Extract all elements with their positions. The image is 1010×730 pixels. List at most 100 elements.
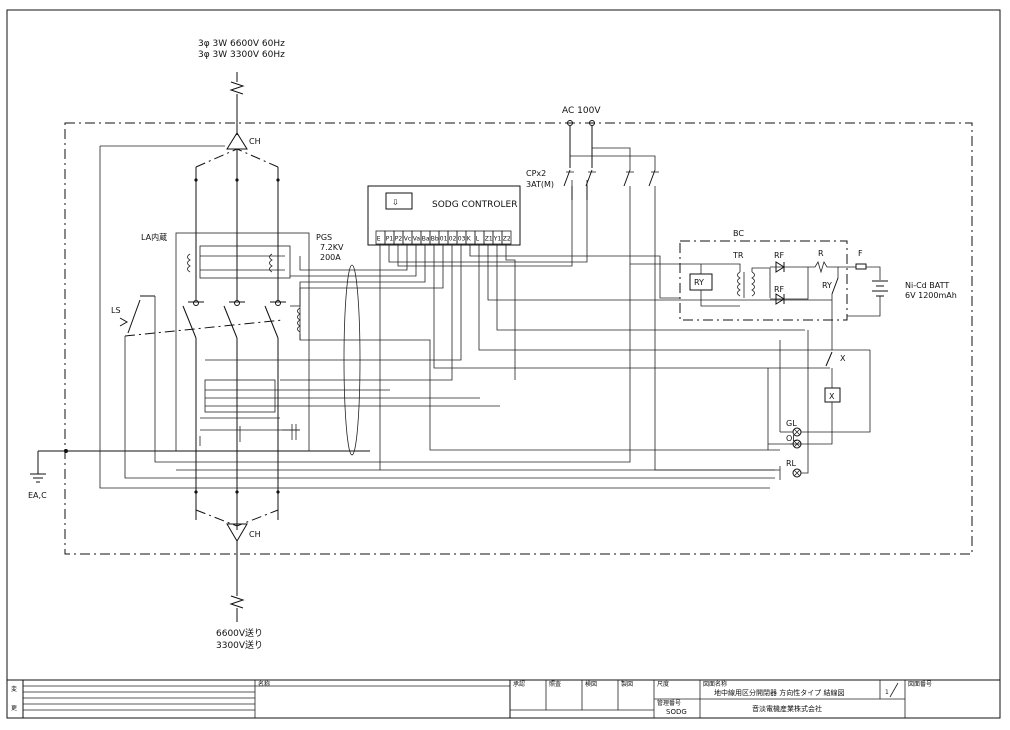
- controller-terminal: K: [465, 230, 476, 245]
- tb-mgmt-value: SODG: [666, 708, 687, 716]
- controller-terminal: Ba: [420, 230, 431, 245]
- controller-terminal-label: 03: [458, 236, 466, 243]
- ct-coils-top: [187, 245, 291, 279]
- controller-terminal: P1: [384, 230, 395, 245]
- r-label: R: [818, 249, 824, 258]
- ls-label: LS: [111, 306, 121, 315]
- tb-mgmt-label: 管理番号: [657, 699, 681, 707]
- fuse-f: F: [847, 249, 881, 280]
- battery-line-1: Ni-Cd BATT: [905, 281, 949, 290]
- controller-terminal-label: Ba: [422, 236, 430, 243]
- output-line-1: 6600V送り: [216, 627, 263, 639]
- controller-terminal: Y1: [492, 230, 503, 245]
- ac-supply-label: AC 100V: [562, 106, 601, 116]
- tb-drawing-name-label: 図面名称: [703, 680, 727, 688]
- x-contact-label: X: [840, 354, 846, 363]
- battery-line-2: 6V 1200mAh: [905, 291, 957, 300]
- controller-terminal-label: 01: [440, 236, 448, 243]
- circuit-protectors-cp: CPx2 3AT(M): [526, 169, 775, 471]
- controller-terminal-label: L: [476, 236, 480, 243]
- controller-terminal: E: [375, 230, 386, 245]
- source-label: 3φ 3W 6600V 60Hz 3φ 3W 3300V 60Hz: [198, 39, 285, 60]
- controller-title: SODG CONTROLER: [432, 200, 517, 210]
- tb-col-approve: 承認: [513, 680, 525, 688]
- main-switch-contacts: [124, 300, 286, 339]
- tb-col-scale: 尺度: [657, 680, 669, 688]
- source-line-1: 3φ 3W 6600V 60Hz: [198, 39, 285, 49]
- tb-side-bottom: 更: [11, 705, 17, 712]
- controller-terminal: 02: [447, 230, 458, 245]
- indicator-lamps: GL OL RL: [767, 330, 871, 480]
- ol-label: OL: [786, 434, 797, 443]
- tb-drawing-name: 地中線用区分開閉器 方向性タイプ 結線図: [714, 688, 844, 697]
- ac-supply: AC 100V: [562, 106, 656, 170]
- gl-label: GL: [786, 419, 797, 428]
- tr-label: TR: [732, 251, 744, 260]
- output-line-2: 3300V送り: [216, 639, 263, 651]
- left-signal-wiring: [99, 145, 780, 489]
- controller-terminal: 03: [456, 230, 467, 245]
- controller-terminal-label: P2: [395, 236, 403, 243]
- controller-terminal: Va: [411, 230, 422, 245]
- pgs-name: PGS: [316, 233, 332, 242]
- controller-terminal: Bb: [429, 230, 440, 245]
- tb-col-review: 検図: [585, 680, 597, 688]
- ry-contact-label: RY: [822, 281, 832, 290]
- controller-terminal-label: Va: [413, 236, 421, 243]
- sheet-border: [6, 9, 1001, 719]
- controller-terminal-label: P1: [386, 236, 394, 243]
- controller-terminal: P2: [393, 230, 404, 245]
- pgs-voltage: 7.2KV: [320, 243, 344, 252]
- ch-top-label: CH: [249, 137, 261, 146]
- cp-line-1: CPx2: [526, 169, 546, 178]
- controller-terminal-label: Z2: [503, 236, 511, 243]
- limit-switch-ls: LS: [111, 295, 155, 334]
- source-line-2: 3φ 3W 3300V 60Hz: [198, 50, 285, 60]
- controller-terminal-label: Bb: [431, 236, 439, 243]
- enclosure-boundary: [64, 122, 973, 555]
- phase-conductors-top: [194, 149, 280, 300]
- tb-col-check: 照査: [549, 680, 561, 688]
- zct-coil: [290, 305, 301, 340]
- controller-terminal-label: Y1: [493, 236, 502, 243]
- controller-terminal: 01: [438, 230, 449, 245]
- fuse-label: F: [858, 249, 863, 258]
- cp-line-2: 3AT(M): [526, 180, 554, 189]
- bc-label: BC: [733, 229, 744, 238]
- incoming-cable: [229, 72, 245, 135]
- tb-sheet-no: 1: [885, 689, 889, 696]
- ch-bottom-label: CH: [249, 530, 261, 539]
- rf1-label: RF: [774, 251, 785, 260]
- tb-company: 音淡電機産業株式会社: [752, 704, 822, 713]
- relay-x: X X: [790, 300, 846, 445]
- controller-terminal-label: E: [377, 236, 381, 243]
- tb-name-label: 名称: [258, 680, 270, 688]
- cable-head-bottom: CH: [195, 509, 279, 622]
- pgs-current: 200A: [320, 253, 341, 262]
- tb-side-top: 変: [11, 685, 17, 693]
- controller-terminal-label: Vc: [404, 236, 411, 243]
- battery-nicd: Ni-Cd BATT 6V 1200mAh: [847, 280, 957, 317]
- controller-terminal-label: Z1: [485, 236, 493, 243]
- ry-box-label: RY: [694, 278, 704, 287]
- controller-terminal: Vc: [402, 230, 413, 245]
- controller-terminal: L: [474, 230, 485, 245]
- tb-drawing-no-label: 図面番号: [908, 681, 932, 688]
- controller-terminal: Z2: [501, 230, 512, 245]
- rl-label: RL: [786, 459, 797, 468]
- controller-terminal: Z1: [483, 230, 494, 245]
- x-coil-label: X: [829, 392, 835, 401]
- tb-col-design: 製図: [621, 680, 633, 688]
- la-label: LA内蔵: [141, 232, 167, 242]
- controller-wiring: [205, 180, 870, 470]
- controller-icon: ⇩: [392, 198, 399, 207]
- controller-terminal-label: 02: [449, 236, 457, 243]
- phase-conductors-lower: [194, 338, 500, 530]
- title-block: 変 更 名称 承認 照査 検図 製図 尺度 図面名称 地中線用区分開閉器 方向性…: [6, 679, 1001, 719]
- output-label: 6600V送り 3300V送り: [216, 627, 263, 651]
- rf2-label: RF: [774, 285, 785, 294]
- battery-charger-bc: BC RY TR RF RF R RY: [679, 229, 848, 321]
